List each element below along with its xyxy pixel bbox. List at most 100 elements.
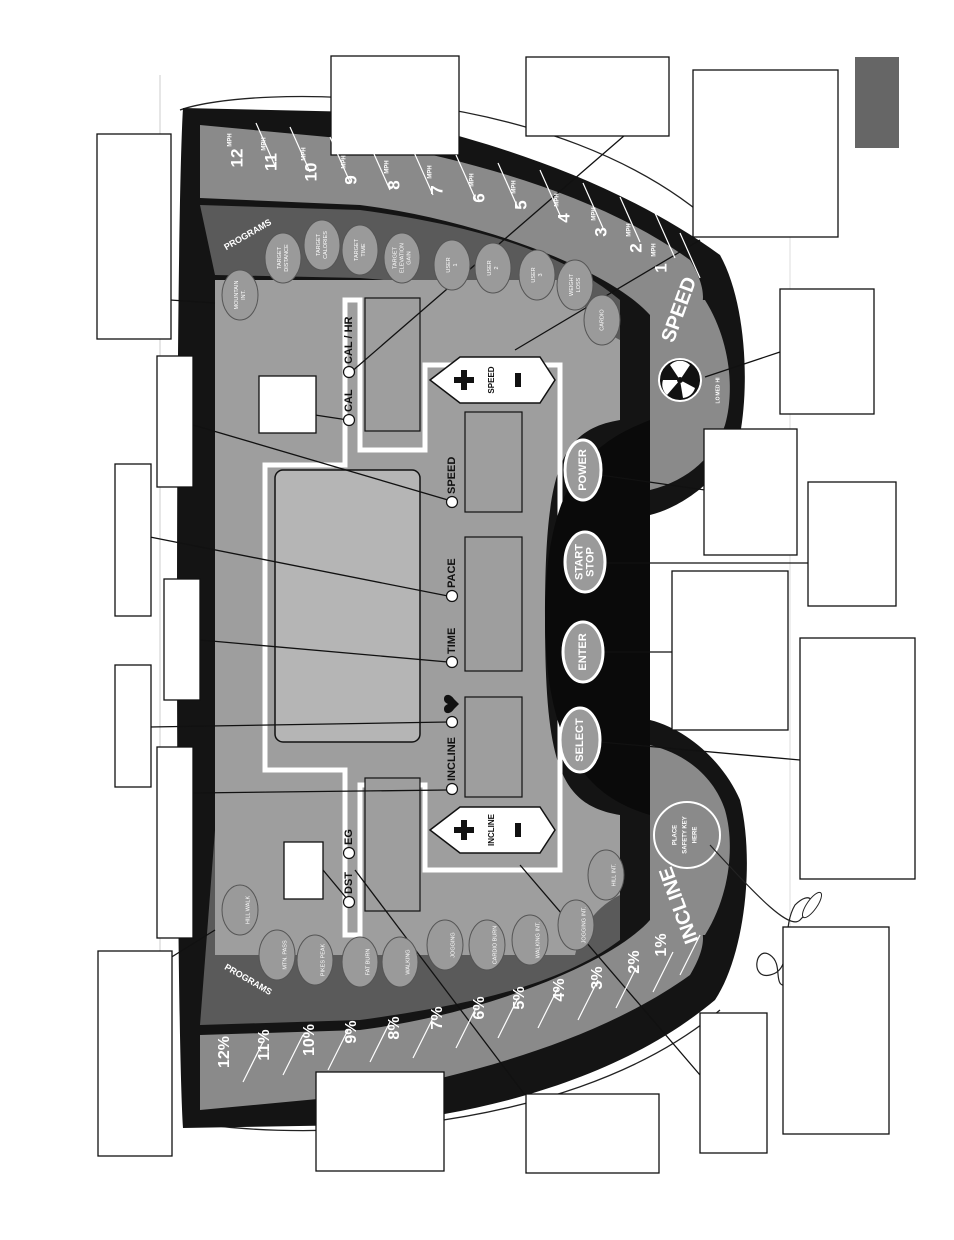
program-button-hill-int-[interactable] [587,849,625,901]
program-label: LOSS [576,277,582,292]
speed-scale-1: 1 [651,263,670,272]
incline-scale-divider [455,1007,477,1049]
program-label: HILL WALK [245,896,251,925]
program-button-cardio[interactable] [583,294,621,346]
program-button-user-1[interactable] [433,239,471,291]
program-label: HILL INT. [611,863,617,886]
indicator-light-eg [342,846,356,860]
program-label: USER [531,267,537,282]
incline-scale-1pct: 1% [653,933,670,956]
incline-scale-divider [412,1017,434,1059]
callout-box-19 [699,1012,768,1154]
incline-rocker-key[interactable] [428,806,556,854]
speed-up-icon[interactable] [454,370,474,390]
power-button[interactable] [563,438,603,502]
display-frame [262,297,563,938]
start-stop-button[interactable] [563,530,607,594]
program-button-user-2[interactable] [474,242,512,294]
incline-up-icon[interactable] [454,820,474,840]
program-label: MTN. PASS [282,940,288,970]
speed-unit-label: MPH [228,133,234,146]
program-button-target-elevation-gain[interactable] [383,232,421,284]
incline-scale-4pct: 4% [551,978,568,1001]
incline-scale-10pct: 10% [301,1024,318,1056]
speed-scale-divider [255,122,277,169]
speed-unit-label: MPH [262,137,268,150]
indicator-label-time: TIME [446,628,458,654]
speed-unit-label: MPH [342,155,348,168]
program-label: CARDIO BURN [492,926,498,965]
speed-scale-divider [619,196,641,243]
program-label: TARGET [354,238,360,261]
callout-box-17 [782,926,890,1135]
speed-rocker-key[interactable] [428,356,556,404]
program-button-pikes-peak[interactable] [296,934,334,986]
incline-scale-8pct: 8% [386,1016,403,1039]
enter-button-label: ENTER [577,633,589,670]
program-label: CALORIES [323,231,329,259]
fan-level-hi: HI [715,377,721,383]
program-label: JOGGING INT. [581,906,587,943]
indicator-light-cal_hr [342,365,356,379]
speed-unit-label: MPH [555,193,561,206]
indicator-label-cal: CAL [343,389,355,412]
callout-box-11 [671,570,789,731]
speed-unit-label: MPH [627,223,633,236]
incline-key-label: INCLINE [487,813,496,846]
incline-scale-divider [537,987,559,1029]
indicator-label-incline: INCLINE [446,737,458,781]
program-button-mountain-int-[interactable] [221,269,259,321]
program-button-walking-int-[interactable] [511,914,549,966]
speed-unit-label: MPH [512,180,518,193]
program-button-weight-loss[interactable] [556,259,594,311]
program-button-fat-burn[interactable] [341,936,379,988]
indicator-label-pace: PACE [446,558,458,588]
incline-down-icon[interactable] [515,823,521,837]
speed-scale-7: 7 [427,185,446,194]
program-button-cardio-burn[interactable] [468,919,506,971]
incline-scale-divider [652,951,674,993]
program-button-hill-walk[interactable] [221,884,259,936]
program-label: USER [446,257,452,272]
incline-band [200,920,703,1110]
program-button-user-3[interactable] [518,249,556,301]
program-label: MOUNTAIN [234,281,240,310]
speed-scale-divider [679,232,701,279]
program-button-jogging[interactable] [426,919,464,971]
program-button-target-distance[interactable] [264,232,302,284]
callout-box-7 [779,288,875,415]
select-button-label: SELECT [574,718,586,762]
enter-button[interactable] [561,620,605,684]
program-button-target-calories[interactable] [303,219,341,271]
program-label: DISTANCE [284,244,290,272]
speed-scale-9: 9 [341,175,360,184]
speed-scale-12: 12 [227,149,246,168]
program-label: TARGET [316,233,322,256]
callout-box-15 [156,746,194,939]
program-label: FAT BURN [365,949,371,976]
callout-box-9 [114,463,152,617]
speed-key-label: SPEED [487,366,496,393]
program-button-mtn-pass[interactable] [258,929,296,981]
incline-scale-3pct: 3% [589,966,606,989]
fan-icon[interactable] [658,358,702,402]
callout-box-13 [799,637,916,880]
program-label: CARDIO [599,309,605,331]
safety-key-circle[interactable] [653,801,721,869]
incline-scale-12pct: 12% [216,1036,233,1068]
speed-scale-11: 11 [261,153,280,171]
speed-down-icon[interactable] [515,373,521,387]
select-button[interactable] [558,706,602,774]
program-button-walking[interactable] [381,936,419,988]
program-label: TARGET [277,246,283,269]
indicator-label-speed: SPEED [446,457,458,494]
speed-scale-divider [369,144,391,191]
program-label: USER [487,260,493,275]
program-button-jogging-int-[interactable] [557,899,595,951]
bottom-right-lcd [364,777,421,912]
program-button-target-time[interactable] [341,224,379,276]
incline-scale-divider [327,1029,349,1071]
speed-unit-label: MPH [592,207,598,220]
